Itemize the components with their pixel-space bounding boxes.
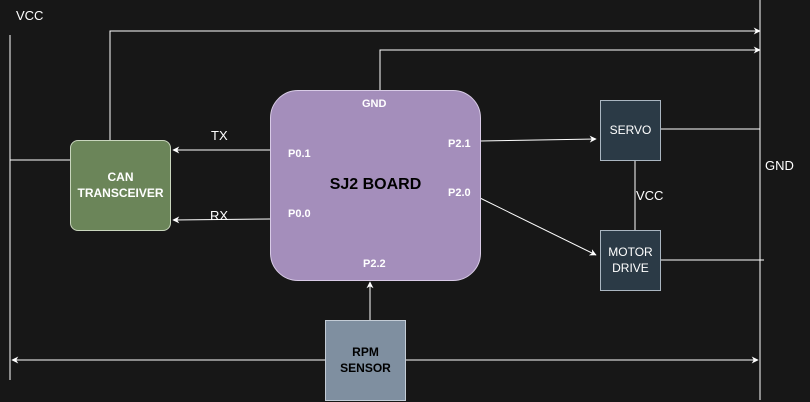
pin-p01-label: P0.1	[288, 148, 311, 160]
motor-drive-label: MOTOR DRIVE	[608, 244, 653, 275]
pin-p00-label: P0.0	[288, 208, 311, 220]
board-title: SJ2 BOARD	[329, 176, 422, 194]
board-gnd-wire	[379, 46, 761, 90]
servo-box[interactable]: SERVO	[600, 100, 661, 161]
pin-gnd-label: GND	[362, 98, 387, 110]
tx-label: TX	[211, 128, 228, 143]
rpm-sensor-box[interactable]: RPM SENSOR	[325, 320, 406, 401]
servo-label: SERVO	[609, 122, 652, 137]
can-transceiver-box[interactable]: CAN TRANSCEIVER	[70, 140, 171, 231]
rpm-sensor-label: RPM SENSOR	[340, 344, 391, 375]
sj2-board[interactable]: SJ2 BOARD	[270, 90, 481, 281]
vcc-link-label: VCC	[636, 188, 664, 203]
pin-p20-label: P2.0	[448, 187, 471, 199]
pin-p21-label: P2.1	[448, 138, 471, 150]
p21-to-servo-wire	[479, 135, 597, 143]
pin-p22-label: P2.2	[363, 258, 386, 270]
vcc-rail-label: VCC	[16, 8, 44, 23]
can-to-gnd-wire	[109, 27, 761, 140]
rx-label: RX	[210, 208, 229, 223]
p20-to-motor-wire	[479, 197, 597, 256]
gnd-rail-label: GND	[765, 158, 794, 173]
rx-wire	[172, 216, 271, 224]
can-transceiver-label: CAN TRANSCEIVER	[77, 169, 164, 200]
motor-drive-box[interactable]: MOTOR DRIVE	[600, 230, 661, 291]
